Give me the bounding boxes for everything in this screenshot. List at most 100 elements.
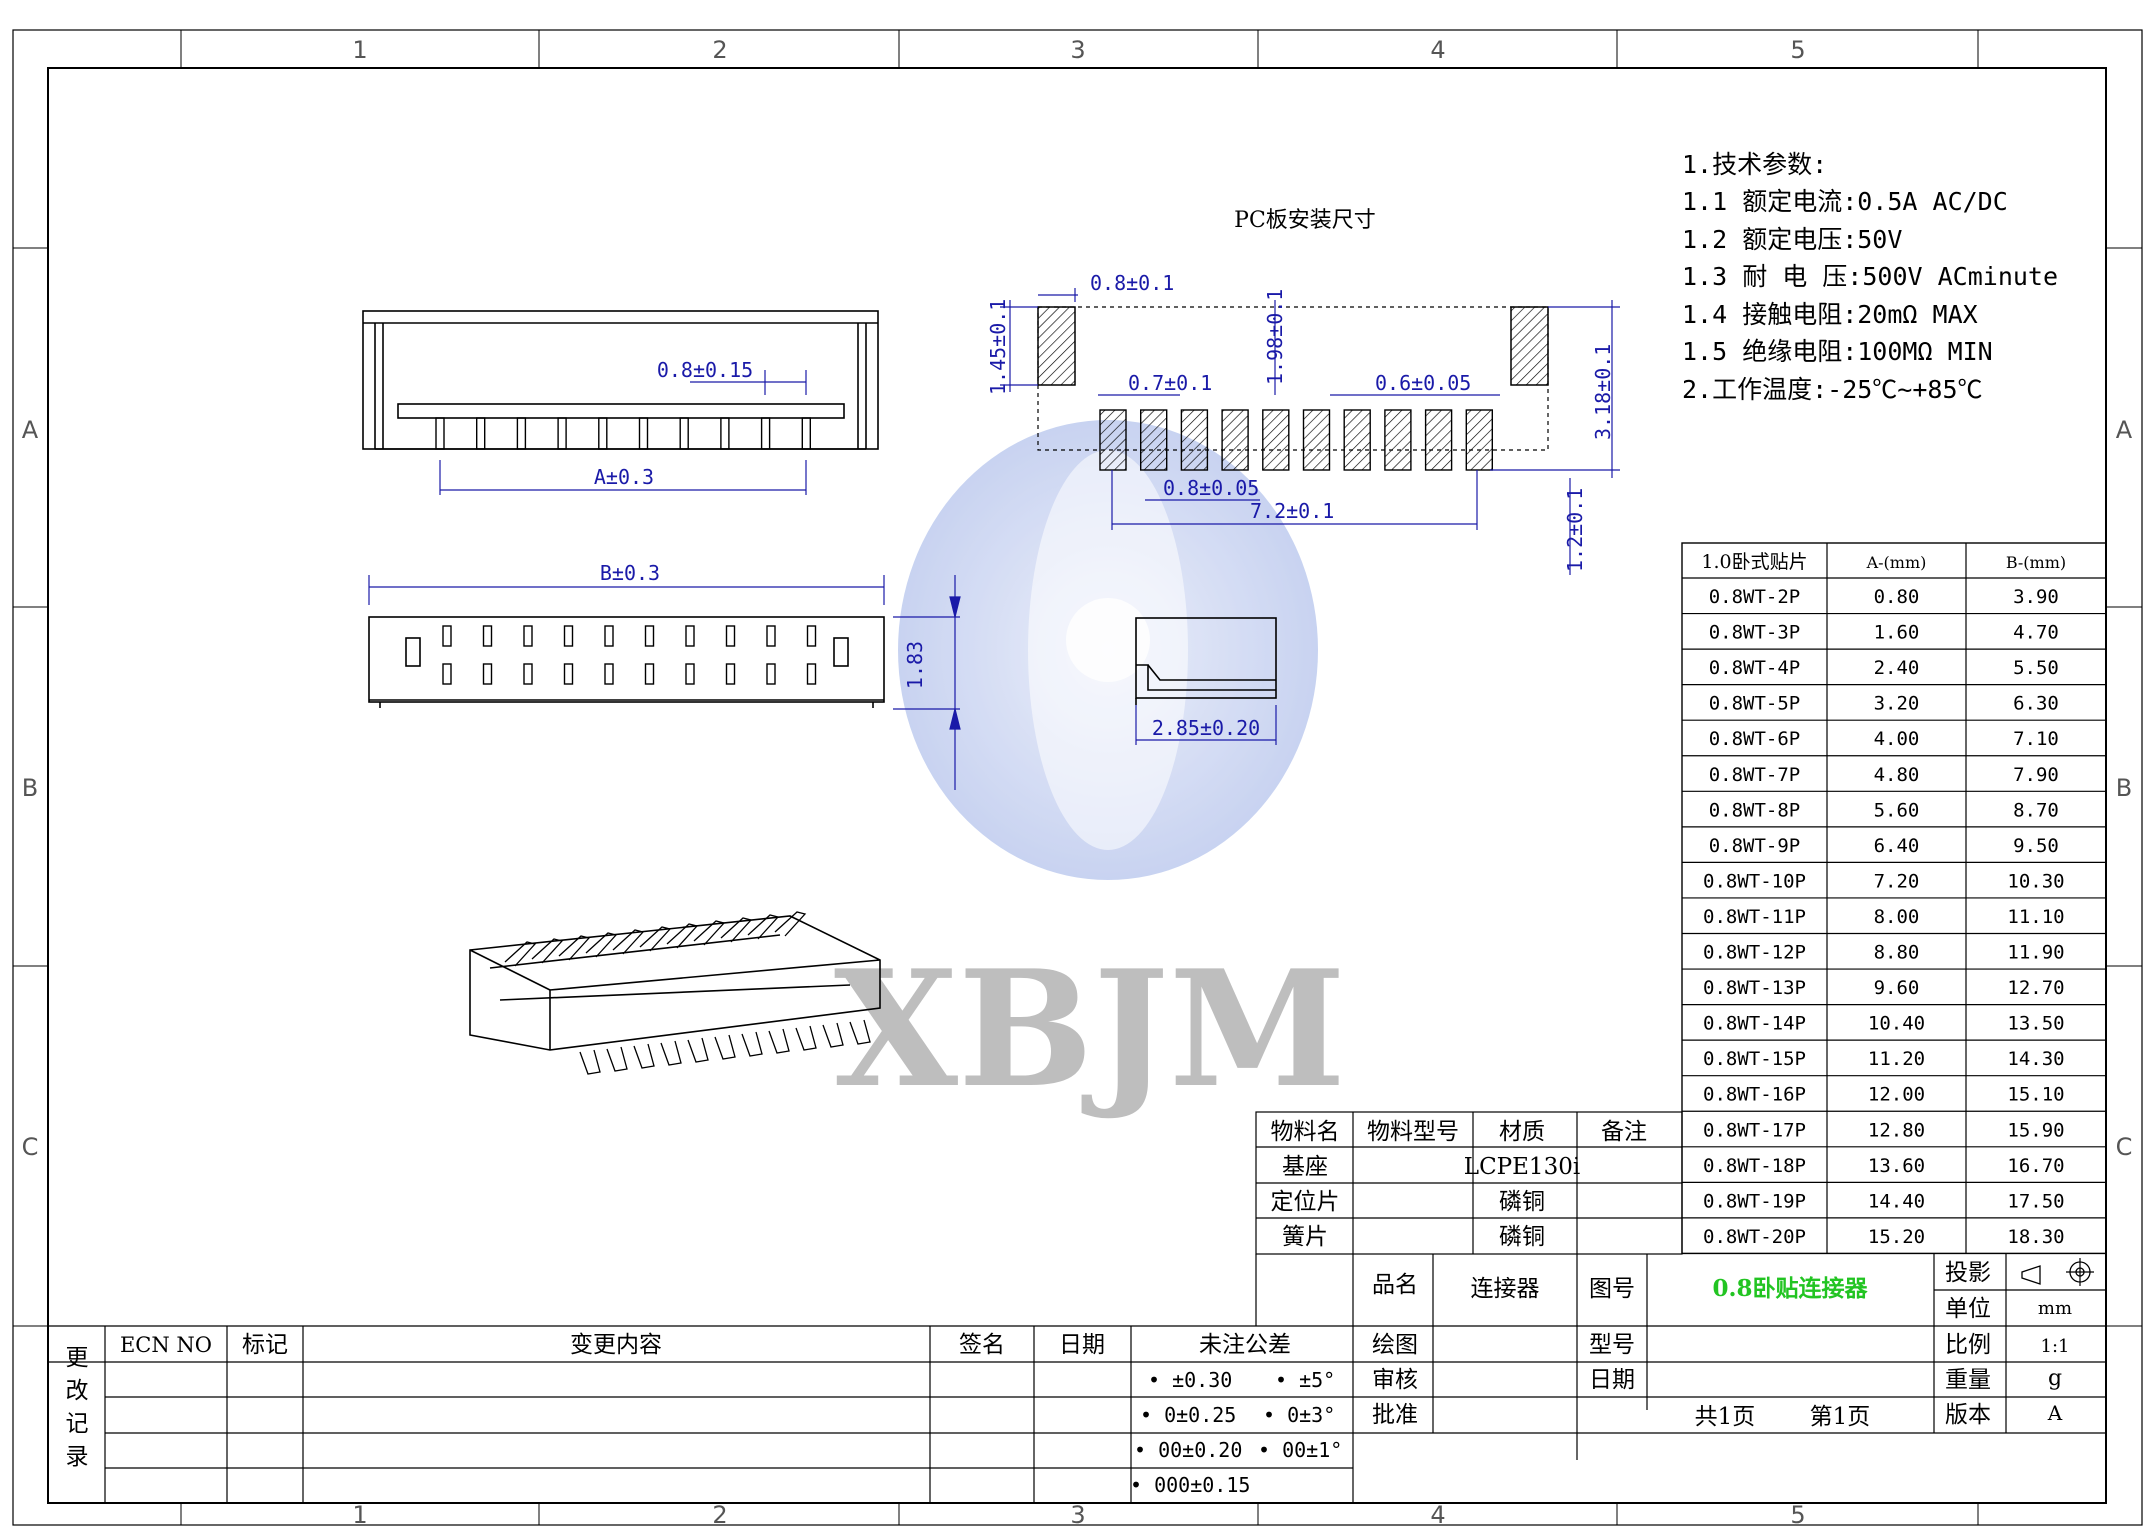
spec-line: 1.1 额定电流:0.5A AC/DC — [1682, 187, 2008, 216]
top-pin-upper — [523, 625, 533, 647]
row-label: C — [22, 1133, 39, 1161]
iso-tooth — [666, 923, 699, 949]
size-table-cell: 10.30 — [2007, 870, 2064, 892]
top-pin-lower — [685, 663, 695, 685]
front-pin — [801, 417, 811, 450]
spec-line: 2.工作温度:-25℃~+85℃ — [1682, 375, 1983, 404]
size-table-cell: 1.60 — [1874, 622, 1920, 644]
size-table-cell: 15.20 — [1868, 1226, 1925, 1248]
title-block — [48, 1254, 2106, 1503]
size-table-cell: 12.00 — [1868, 1084, 1925, 1106]
size-table-cell: 11.20 — [1868, 1048, 1925, 1070]
iso-tooth — [639, 926, 672, 952]
change-header: 签名 — [959, 1332, 1005, 1358]
mat-cell: 磷铜 — [1499, 1189, 1545, 1215]
spec-line: 1.3 耐 电 压:500V ACminute — [1682, 262, 2058, 291]
tb-version-label: 版本 — [1945, 1402, 1991, 1428]
dim-pcb-0-8b: 0.8±0.05 — [1163, 476, 1259, 500]
size-table-cell: 8.70 — [2013, 799, 2059, 821]
top-pin-upper — [766, 625, 776, 647]
col-label: 5 — [1790, 36, 1805, 64]
tolerances: • ±0.30 • ±5° • 0±0.25 • 0±3° • 00±0.20 … — [1130, 1368, 1342, 1497]
row-label: C — [2116, 1133, 2133, 1161]
tb-page: 第1页 — [1810, 1404, 1871, 1430]
size-table-cell: 13.60 — [1868, 1155, 1925, 1177]
size-table-cell: 15.10 — [2007, 1084, 2064, 1106]
top-pin-lower — [482, 663, 493, 685]
iso-lead — [687, 1037, 709, 1063]
top-pin-upper — [725, 625, 736, 647]
iso-tooth — [585, 932, 618, 958]
tb-name-label: 品名 — [1372, 1272, 1418, 1298]
connector-top-view — [368, 616, 885, 708]
tb-scale-label: 比例 — [1945, 1332, 1991, 1358]
tb-unit-value: mm — [2038, 1298, 2072, 1319]
spec-line: 1.4 接触电阻:20mΩ MAX — [1682, 300, 1978, 329]
size-table-cell: 0.8WT-12P — [1703, 942, 1806, 964]
tol-cell: • 000±0.15 — [1130, 1473, 1250, 1497]
tol-cell: • ±5° — [1275, 1368, 1335, 1392]
iso-lead — [606, 1046, 628, 1072]
top-pin-upper — [563, 625, 574, 647]
change-side-label: 更 — [66, 1345, 89, 1371]
dim-pcb-1-2: 1.2±0.1 — [1563, 488, 1587, 572]
tol-cell: • ±0.30 — [1148, 1368, 1232, 1392]
dim-pcb-0-6: 0.6±0.05 — [1375, 371, 1471, 395]
top-pin-upper — [482, 625, 493, 647]
pcb-layout — [1037, 306, 1549, 451]
col-label: 4 — [1430, 36, 1445, 64]
change-side-label: 记 — [66, 1411, 89, 1437]
iso-lead — [849, 1019, 871, 1045]
iso-lead — [768, 1028, 790, 1054]
size-table-header: 1.0卧式贴片 — [1701, 551, 1807, 573]
mat-header: 物料型号 — [1367, 1119, 1459, 1145]
pcb-pad — [1465, 409, 1494, 471]
dim-pcb-1-45: 1.45±0.1 — [986, 299, 1010, 395]
front-pin — [435, 417, 445, 450]
front-pin — [638, 417, 649, 450]
size-table-cell: 0.8WT-16P — [1703, 1084, 1806, 1106]
size-table-cell: 0.8WT-2P — [1709, 586, 1801, 608]
top-pin-lower — [766, 663, 776, 685]
mat-cell: 磷铜 — [1499, 1224, 1545, 1250]
top-pin-lower — [806, 663, 817, 685]
change-side-label: 录 — [66, 1444, 89, 1470]
side-dimension — [1135, 705, 1277, 745]
size-table-cell: 14.30 — [2007, 1048, 2064, 1070]
size-table-cell: 7.20 — [1874, 870, 1920, 892]
size-table-cell: 0.8WT-11P — [1703, 906, 1806, 928]
mat-header: 物料名 — [1271, 1119, 1340, 1145]
tb-weight-label: 重量 — [1945, 1367, 1991, 1393]
row-label: A — [22, 416, 39, 444]
size-table-cell: 0.8WT-6P — [1709, 728, 1801, 750]
size-table-cell: 15.90 — [2007, 1119, 2064, 1141]
tb-model-label: 型号 — [1589, 1332, 1635, 1358]
pcb-pad — [1302, 409, 1331, 471]
change-side-label: 改 — [66, 1378, 89, 1404]
col-label: 5 — [1790, 1501, 1805, 1529]
material-table — [1255, 1111, 1683, 1255]
size-table-cell: 6.30 — [2013, 693, 2059, 715]
tol-cell: • 00±1° — [1258, 1438, 1342, 1462]
size-table-cell: 10.40 — [1868, 1013, 1925, 1035]
top-pin-upper — [644, 625, 655, 647]
tb-projection-label: 投影 — [1945, 1260, 1991, 1286]
size-table-cell: 14.40 — [1868, 1190, 1925, 1212]
size-table-cell: 7.10 — [2013, 728, 2059, 750]
top-pin-lower — [563, 663, 574, 685]
mat-cell: LCPE130i — [1464, 1154, 1580, 1180]
top-pin-upper — [685, 625, 695, 647]
mat-header: 材质 — [1499, 1119, 1545, 1145]
connector-side-view — [1135, 617, 1277, 705]
spec-line: 1.2 额定电压:50V — [1682, 225, 1902, 254]
spec-line: 1.5 绝缘电阻:100MΩ MIN — [1682, 337, 1993, 366]
height-dimension — [893, 575, 961, 790]
top-pin-lower — [442, 663, 452, 685]
iso-tooth — [720, 917, 753, 943]
tb-unit-label: 单位 — [1945, 1296, 1991, 1322]
iso-tooth — [531, 938, 564, 964]
size-table-cell: 0.8WT-18P — [1703, 1155, 1806, 1177]
